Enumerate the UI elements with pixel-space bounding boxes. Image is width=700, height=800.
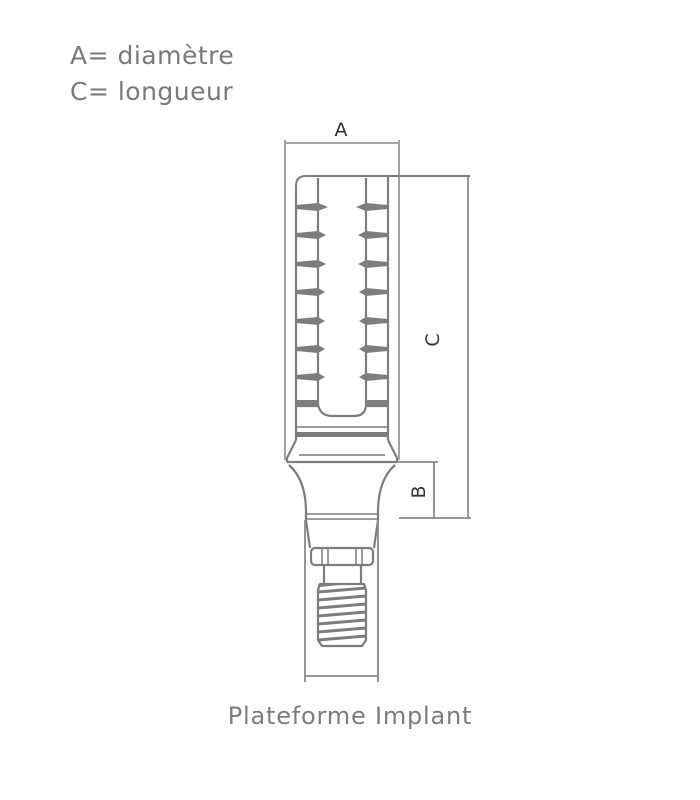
legend-item-length: C= longueur [70,77,234,106]
dimension-platform [304,520,379,682]
label-c: C [422,333,444,346]
label-a: A [335,119,348,141]
dimension-c [399,177,471,519]
legend-item-diameter: A= diamètre [70,41,235,70]
groove-teeth [296,203,388,406]
caption-platform: Plateforme Implant [227,702,473,730]
screw-thread [317,586,367,642]
legend: A= diamètre C= longueur [70,38,234,110]
label-b: B [408,485,430,498]
dimension-b [397,461,438,518]
